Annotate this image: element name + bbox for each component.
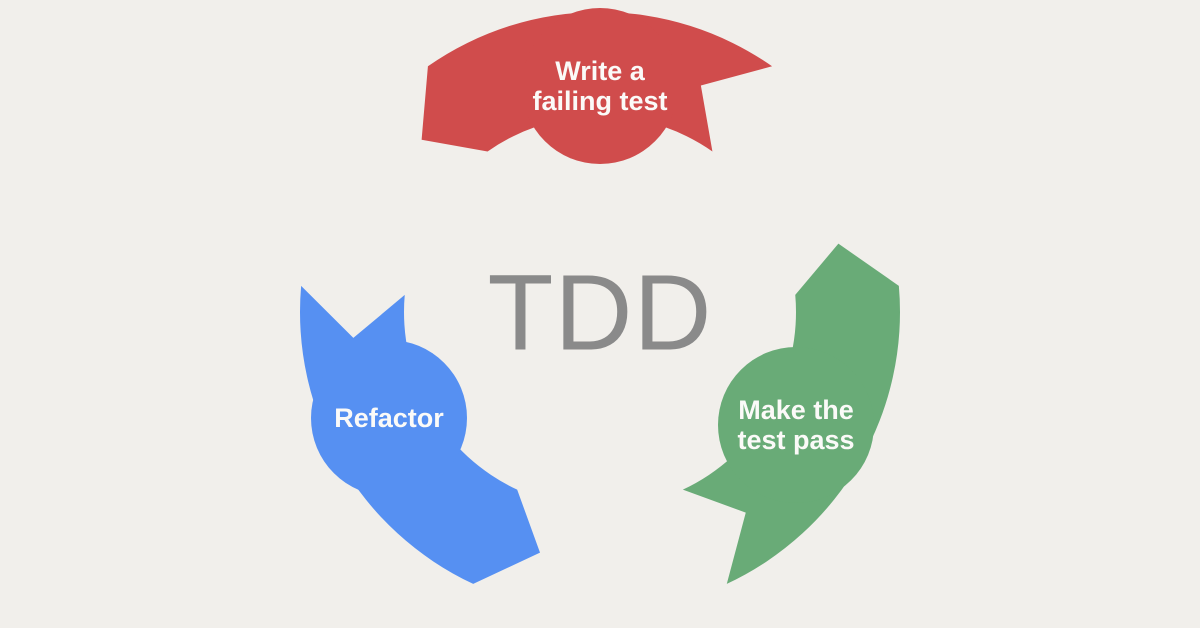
cycle-bubble-write-a-failing-test[interactable] (522, 8, 678, 164)
cycle-label-line: Refactor (334, 403, 444, 433)
cycle-label-line: test pass (737, 425, 854, 455)
cycle-bubble-make-the-test-pass[interactable] (718, 347, 874, 503)
cycle-label-refactor: Refactor (334, 403, 444, 433)
cycle-label-line: failing test (532, 86, 667, 116)
cycle-bubble-refactor[interactable] (311, 340, 467, 496)
center-label: TDD (488, 252, 713, 373)
cycle-label-line: Write a (555, 56, 646, 86)
cycle-label-line: Make the (738, 395, 854, 425)
cycle-segments-group (300, 8, 900, 584)
